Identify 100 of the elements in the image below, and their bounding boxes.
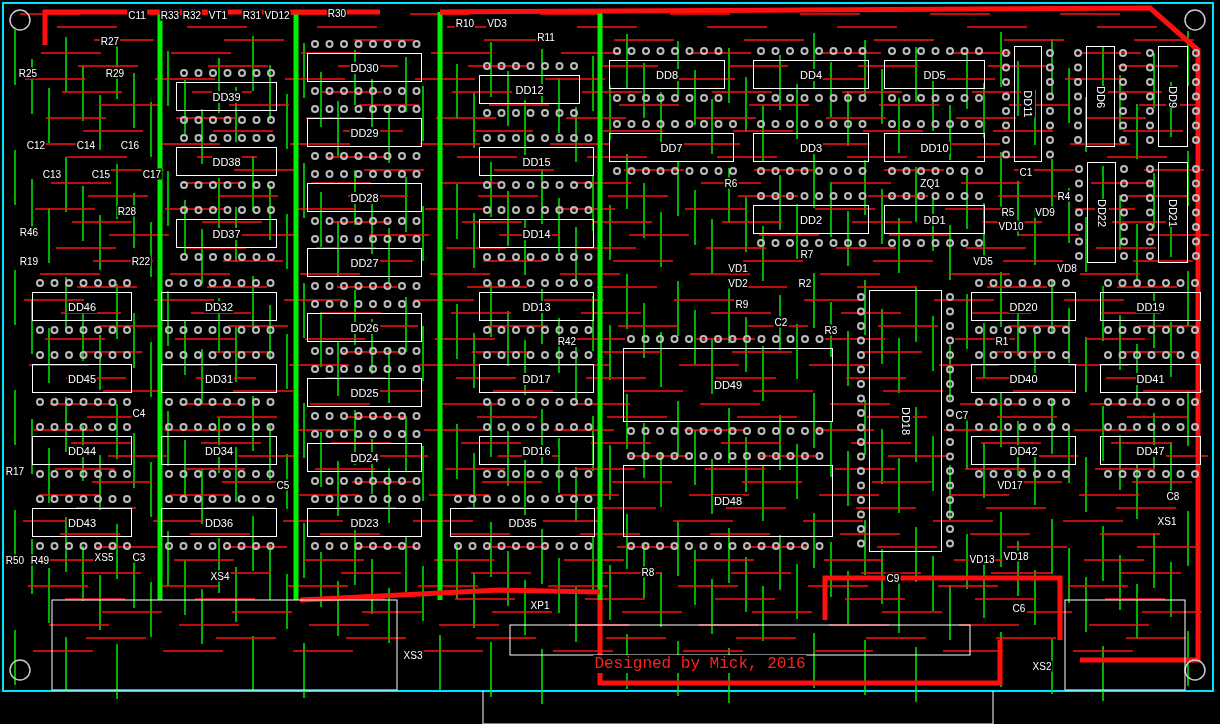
chip-outline: [32, 436, 132, 465]
chip-outline: [1100, 364, 1201, 393]
chip-outline: [161, 508, 277, 537]
chip-outline: [1014, 46, 1042, 162]
component-designator: C7: [954, 409, 970, 421]
component-designator: VD5: [972, 255, 994, 267]
component-designator: C16: [119, 139, 141, 151]
chip-outline: [1158, 46, 1188, 147]
chip-outline: [479, 292, 594, 321]
chip-designator: DD48: [712, 495, 744, 507]
chip-outline: [623, 348, 833, 422]
component-designator: VD10: [997, 220, 1025, 232]
component-designator: R5: [1000, 206, 1016, 218]
component-designator: R50: [4, 554, 26, 566]
chip-outline: [307, 443, 422, 472]
component-designator: XS5: [93, 551, 115, 563]
chip-outline: [1100, 292, 1201, 321]
component-designator: C4: [131, 407, 147, 419]
component-designator: VD18: [1002, 550, 1030, 562]
component-designator: R27: [99, 35, 121, 47]
chip-outline: [971, 436, 1076, 465]
component-designator: R29: [104, 67, 126, 79]
component-designator: R28: [116, 205, 138, 217]
chip-outline: [753, 205, 869, 234]
chip-outline: [623, 465, 833, 537]
component-designator: R19: [18, 255, 40, 267]
component-designator: R3: [823, 324, 839, 336]
component-designator: R2: [797, 277, 813, 289]
component-designator: ZQ1: [919, 177, 941, 189]
component-designator: C6: [1011, 602, 1027, 614]
chip-outline: [1086, 46, 1115, 147]
chip-outline: [479, 75, 580, 104]
component-designator: R25: [17, 67, 39, 79]
chip-outline: [609, 60, 725, 89]
component-designator: XS2: [1031, 660, 1053, 672]
chip-outline: [307, 508, 422, 537]
chip-outline: [1087, 162, 1116, 263]
component-designator: VD17: [996, 479, 1024, 491]
chip-outline: [971, 292, 1076, 321]
component-designator: R17: [4, 465, 26, 477]
component-designator: C12: [25, 139, 47, 151]
chip-outline: [161, 364, 277, 393]
component-designator: C14: [75, 139, 97, 151]
chip-outline: [307, 248, 422, 277]
component-designator: XS3: [402, 649, 424, 661]
chip-outline: [307, 183, 422, 212]
component-designator: R42: [556, 335, 578, 347]
chip-outline: [753, 60, 869, 89]
component-designator: C11: [127, 9, 147, 21]
chip-outline: [176, 82, 277, 111]
component-designator: VD13: [968, 553, 996, 565]
component-designator: R33: [159, 9, 181, 21]
chip-outline: [869, 290, 942, 552]
component-designator: R32: [181, 9, 203, 21]
component-designator: R30: [326, 7, 348, 19]
chip-outline: [884, 133, 985, 162]
component-designator: VD9: [1034, 206, 1056, 218]
component-designator: C13: [41, 168, 63, 180]
component-designator: XP1: [529, 599, 551, 611]
chip-outline: [161, 436, 277, 465]
chip-outline: [479, 436, 594, 465]
component-designator: XS4: [209, 570, 231, 582]
chip-outline: [307, 53, 422, 82]
component-designator: VD3: [486, 17, 508, 29]
chip-outline: [450, 508, 595, 537]
chip-outline: [884, 60, 985, 89]
chip-outline: [307, 378, 422, 407]
component-designator: R49: [29, 554, 51, 566]
component-designator: VD1: [727, 262, 749, 274]
designer-credit: Designed by Mick, 2016: [593, 655, 807, 673]
chip-outline: [479, 364, 594, 393]
chip-outline: [753, 133, 869, 162]
component-designator: R4: [1056, 190, 1072, 202]
chip-outline: [161, 292, 277, 321]
component-designator: R8: [640, 566, 656, 578]
chip-designator: DD11: [1021, 90, 1035, 118]
component-designator: R10: [454, 17, 476, 29]
component-designator: R46: [18, 226, 40, 238]
chip-outline: [884, 205, 985, 234]
component-designator: C8: [1165, 490, 1181, 502]
component-designator: R31: [241, 9, 263, 21]
component-designator: R1: [994, 335, 1010, 347]
chip-outline: [32, 364, 132, 393]
chip-outline: [479, 147, 594, 176]
component-designator: C5: [275, 479, 291, 491]
chip-outline: [307, 313, 422, 342]
component-designator: R9: [734, 298, 750, 310]
chip-outline: [479, 219, 594, 248]
chip-outline: [32, 292, 132, 321]
component-designator: VD2: [727, 277, 749, 289]
component-designator: VT1: [207, 9, 229, 21]
chip-designator: DD21: [1166, 198, 1180, 227]
component-designator: XS1: [1156, 515, 1178, 527]
component-designator: C9: [885, 572, 901, 584]
chip-outline: [176, 219, 277, 248]
chip-designator: DD49: [712, 379, 744, 391]
component-designator: C3: [131, 551, 147, 563]
chip-outline: [971, 364, 1076, 393]
component-designator: VD12: [263, 9, 291, 21]
component-designator: R11: [536, 31, 556, 43]
